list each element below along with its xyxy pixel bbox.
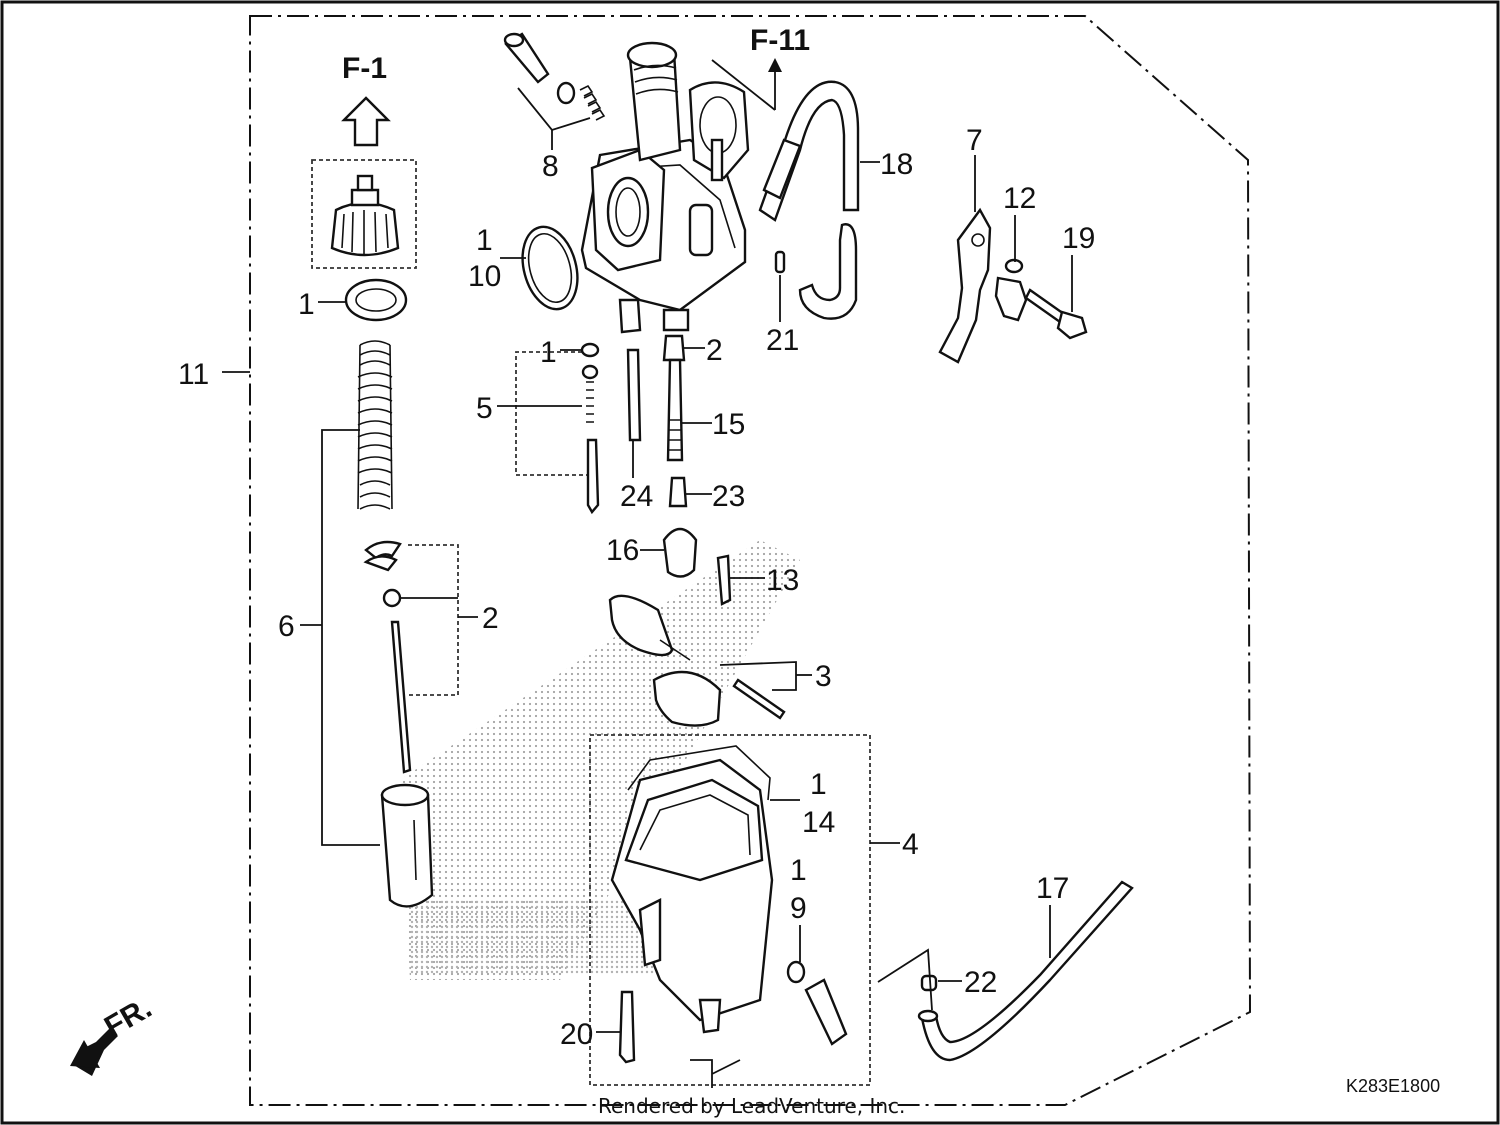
f1-arrow-icon [341, 96, 391, 147]
float-pin-13 [716, 554, 732, 606]
bracket-2-left [408, 544, 459, 696]
drain-tube [917, 880, 1134, 1062]
callout-22: 22 [964, 966, 997, 999]
vent-tube [758, 80, 860, 320]
throttle-slide [380, 783, 434, 908]
callout-1-drain: 1 [790, 854, 807, 887]
cap-o-ring [344, 278, 408, 322]
callout-16: 16 [606, 534, 639, 567]
callout-7: 7 [966, 124, 983, 157]
float [608, 594, 722, 727]
render-credit: Rendered by LeadVenture, Inc. [598, 1094, 905, 1118]
carburetor-body [580, 41, 750, 334]
float-chamber [610, 758, 774, 1034]
f1-arrow-label: F-1 [342, 52, 387, 85]
float-valve-16 [662, 527, 698, 578]
needle-clip [363, 540, 402, 572]
callout-11: 11 [178, 358, 209, 391]
callout-18: 18 [880, 148, 913, 181]
chamber-gasket [627, 745, 771, 801]
callout-1-pilot-screw: 1 [540, 336, 557, 369]
callout-12: 12 [1003, 182, 1036, 215]
callout-15: 15 [712, 408, 745, 441]
callout-1-o-ring: 1 [476, 224, 493, 257]
top-cap-box [311, 159, 417, 269]
callout-20: 20 [560, 1018, 593, 1051]
lever-washer [994, 258, 1028, 322]
callout-9: 9 [790, 892, 807, 925]
callout-13: 13 [766, 564, 799, 597]
assembly-boundary [249, 15, 1252, 1106]
callout-19: 19 [1062, 222, 1095, 255]
slide-spring [357, 340, 393, 510]
pin-21 [774, 250, 786, 274]
callout-23: 23 [712, 480, 745, 513]
callout-17: 17 [1036, 872, 1069, 905]
top-cap [330, 174, 400, 257]
callout-4: 4 [902, 828, 919, 861]
bracket-6 [321, 429, 380, 846]
f11-arrow-label: F-11 [750, 24, 810, 57]
callout-5: 5 [476, 392, 493, 425]
needle-jet-holder-15 [662, 334, 688, 508]
e-clip [382, 588, 402, 608]
callout-24: 24 [620, 480, 653, 513]
f11-arrow-icon [711, 58, 782, 111]
lever-bolt [1024, 288, 1088, 340]
callout-2-jet: 2 [706, 334, 723, 367]
throttle-stop-screw [503, 32, 606, 121]
pilot-screw-set [580, 342, 600, 515]
callout-21: 21 [766, 324, 799, 357]
drain-screw [786, 960, 848, 1046]
body-o-ring [521, 225, 579, 311]
jet-needle [390, 620, 412, 774]
diagram-code: K283E1800 [1346, 1076, 1440, 1096]
callout-3: 3 [815, 660, 832, 693]
callout-1-gasket: 1 [810, 768, 827, 801]
drain-screw-20 [618, 990, 636, 1064]
callout-14: 14 [802, 806, 835, 839]
float-pin-3 [732, 678, 786, 720]
callout-6: 6 [278, 610, 295, 643]
callout-2-clip: 2 [482, 602, 499, 635]
callout-8: 8 [542, 150, 559, 183]
callout-1-cap-ring: 1 [298, 288, 315, 321]
bracket-5 [515, 351, 598, 476]
choke-lever [938, 207, 992, 364]
float-chamber-box [589, 734, 871, 1086]
front-direction-arrow-icon [70, 1028, 118, 1076]
callout-10: 10 [468, 260, 501, 293]
watermark-dots [400, 540, 800, 980]
needle-jet-24 [626, 348, 642, 442]
